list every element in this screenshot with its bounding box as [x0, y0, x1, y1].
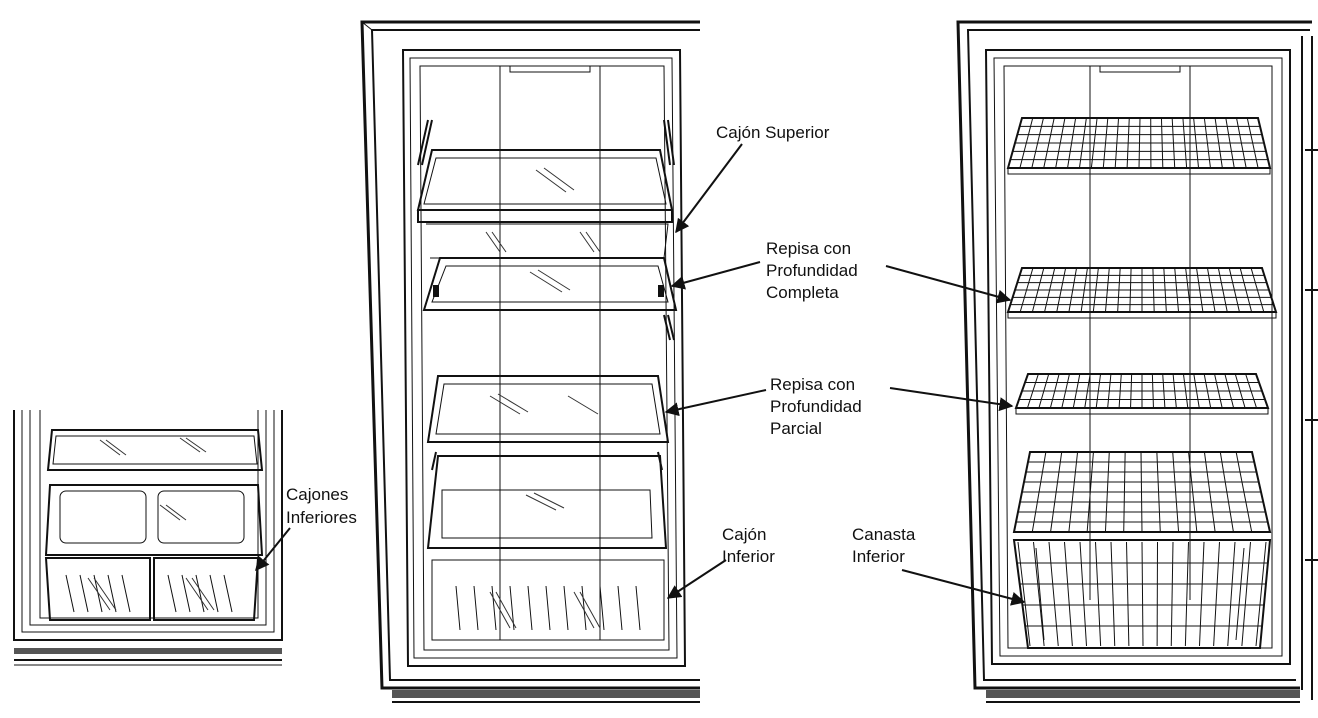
full-depth-shelf: [422, 257, 678, 311]
upper-drawer: [416, 149, 674, 259]
full-depth-wire-shelf: [1006, 267, 1278, 319]
crisper-cover-shelf: [46, 429, 264, 471]
callout-cajones-inferiores: [255, 527, 291, 572]
crisper-drawers: [44, 484, 264, 621]
wire: [1033, 541, 1045, 647]
base-grille: [392, 690, 700, 698]
label-repisa-completa: Repisa con Profundidad Completa: [766, 239, 862, 302]
wire: [1255, 541, 1267, 647]
base-grille: [14, 648, 282, 654]
crisper-detail-view: [13, 410, 283, 666]
callout-cajon-inferior: [666, 559, 727, 599]
callout-lines: [255, 143, 1026, 606]
wire: [1048, 541, 1059, 647]
partial-depth-wire-shelf: [1014, 373, 1270, 415]
callout-cajon-superior: [675, 143, 743, 234]
label-cajones-inferiores: Cajones Inferiores: [286, 485, 357, 527]
label-canasta-inferior: Canasta Inferior: [852, 525, 920, 566]
wire: [1079, 541, 1087, 647]
wire: [1095, 541, 1102, 647]
wire: [1017, 541, 1031, 647]
wire: [1170, 541, 1174, 647]
wire: [1241, 541, 1251, 647]
callout-repisa-completa-right: [885, 265, 1012, 304]
callout-canasta-inferior: [901, 569, 1026, 606]
callout-repisa-parcial-right: [889, 387, 1014, 412]
wire: [1184, 541, 1189, 647]
label-cajon-inferior: Cajón Inferior: [722, 525, 775, 566]
wire: [1213, 541, 1220, 647]
lower-drawer: [426, 451, 668, 641]
wire: [1141, 541, 1144, 647]
refrigerator-glass-shelves-view: [360, 20, 700, 703]
bottom-basket: [1012, 451, 1272, 649]
wire: [1064, 541, 1073, 647]
wire: [1199, 541, 1205, 647]
label-repisa-parcial: Repisa con Profundidad Parcial: [770, 375, 866, 438]
full-depth-wire-shelf-top: [1006, 117, 1272, 175]
wire: [1126, 541, 1130, 647]
wire: [1110, 541, 1116, 647]
callout-repisa-parcial-left: [664, 389, 767, 417]
label-cajon-superior: Cajón Superior: [716, 123, 830, 142]
freezer-wire-shelves-view: [956, 20, 1318, 703]
base-grille: [986, 690, 1300, 698]
partial-depth-shelf: [426, 375, 670, 443]
wire: [1227, 541, 1236, 647]
callout-repisa-completa-left: [670, 261, 761, 290]
